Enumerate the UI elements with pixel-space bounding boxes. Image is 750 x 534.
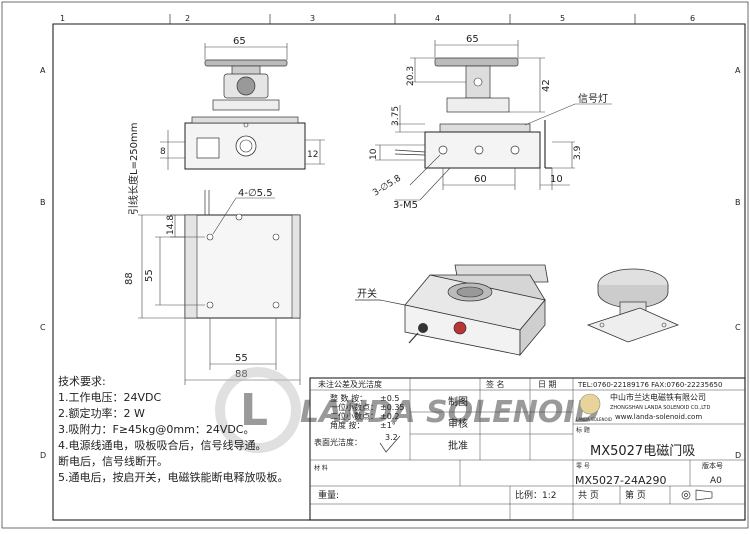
signal-lamp-label: 信号灯	[578, 93, 608, 105]
magnet-front-view: 8 12	[160, 116, 325, 170]
approve-label: 批准	[448, 439, 468, 452]
dim-14-8: 14.8	[166, 215, 176, 235]
dim-60: 60	[474, 174, 487, 185]
col-label-2: 2	[185, 14, 190, 23]
dim-65-right: 65	[466, 34, 479, 45]
label-title: 标 题	[576, 426, 590, 434]
dim-88-vertical: 88	[124, 272, 135, 285]
col-label-3: 3	[310, 14, 315, 23]
magnet-isometric-view: 开关	[355, 264, 549, 357]
row-labels: A B C D A B C D	[40, 66, 741, 460]
column-ticks: 1 2 3 4 5 6	[60, 14, 695, 24]
dim-12: 12	[307, 150, 318, 160]
armature-right-view: 65 20.3 42	[406, 34, 552, 113]
magnet-right-front-view: 信号灯 3.75 10 3.9 60 10 3-∅5.8 3-M5	[369, 93, 612, 211]
surface-label: 表面光洁度：	[314, 437, 362, 447]
dim-3-75: 3.75	[391, 106, 401, 126]
tolerance-header: 未注公差及光洁度	[318, 379, 382, 389]
tol-label-3: 角度 按：	[330, 420, 365, 430]
revision: A0	[710, 476, 722, 486]
spec-line-6: 5.通电后，按启开关，电磁铁能断电释放吸板。	[58, 470, 289, 484]
row-label-d: D	[40, 451, 46, 460]
dim-42: 42	[541, 79, 552, 92]
logo-text: LANDA SOLENOID	[576, 417, 612, 422]
title-block: 未注公差及光洁度 整 数 按： ±0.5 一位小数点： ±0.35 二位小数点：…	[309, 377, 746, 521]
label-part-no: 零 号	[576, 463, 590, 470]
row-label-d-right: D	[735, 451, 741, 460]
header-date: 日 期	[538, 380, 557, 389]
technical-requirements: 技术要求: 1.工作电压：24VDC 2.额定功率：2 W 3.吸附力：F≥45…	[58, 375, 289, 484]
spec-line-2: 2.额定功率：2 W	[58, 406, 145, 420]
dim-3-9: 3.9	[573, 145, 583, 160]
col-label-6: 6	[690, 14, 695, 23]
total-pages: 共 页	[578, 490, 599, 501]
row-label-c-right: C	[735, 323, 741, 332]
svg-text:L: L	[240, 385, 268, 436]
company-logo-icon	[579, 393, 601, 415]
tol-label-0: 整 数 按：	[330, 393, 367, 403]
dim-20-3: 20.3	[406, 66, 416, 86]
page-number: 第 页	[625, 489, 646, 501]
spec-line-1: 1.工作电压：24VDC	[58, 391, 161, 404]
col-label-4: 4	[435, 14, 440, 23]
company-cn: 中山市兰达电磁铁有限公司	[610, 392, 706, 402]
magnet-top-view: 4-∅5.5 14.8 88 55 55 88	[124, 188, 301, 385]
website: www.landa-solenoid.com	[615, 413, 702, 421]
tol-value-2: ±0.2	[380, 412, 399, 421]
label-revision: 版本号	[702, 461, 723, 470]
projection-symbol-icon	[681, 489, 713, 501]
check-label: 审核	[448, 417, 468, 430]
tol-label-1: 一位小数点：	[330, 402, 378, 412]
armature-isometric-view	[586, 268, 680, 343]
weight-label: 重量:	[318, 489, 339, 501]
row-label-b-right: B	[735, 198, 741, 207]
row-label-a: A	[40, 66, 46, 75]
col-label-1: 1	[60, 14, 65, 23]
cable-length-label: 引线长度L=250mm	[127, 122, 140, 215]
surface-value: 3.2	[385, 433, 398, 442]
watermark-text: LANDA SOLENOID	[300, 395, 599, 430]
header-sign: 签 名	[486, 379, 505, 389]
thread-3-m5: 3-M5	[393, 200, 418, 211]
make-label: 制图	[448, 395, 468, 408]
tol-label-2: 二位小数点：	[330, 411, 378, 421]
tol-value-1: ±0.35	[380, 403, 405, 412]
col-label-5: 5	[560, 14, 565, 23]
specs-title: 技术要求:	[58, 375, 106, 388]
row-label-c: C	[40, 323, 46, 332]
dim-8: 8	[160, 147, 166, 157]
tel-fax: TEL:0760-22189176 FAX:0760-22235650	[577, 381, 722, 389]
watermark: L LANDA SOLENOID	[215, 367, 599, 453]
tol-value-0: ±0.5	[380, 394, 399, 403]
dim-10-horizontal: 10	[550, 174, 563, 185]
armature-side-view: 65	[204, 36, 288, 111]
product-title: MX5027电磁门吸	[590, 444, 695, 459]
label-material: 材 料	[314, 464, 328, 472]
spec-line-5: 断电后，信号线断开。	[58, 454, 168, 468]
scale-label: 比例：1:2	[515, 489, 557, 501]
holes-label: 4-∅5.5	[238, 188, 273, 199]
row-label-a-right: A	[735, 66, 741, 75]
spec-line-3: 3.吸附力：F≥45kg@0mm：24VDC。	[58, 422, 255, 436]
dim-55-vertical: 55	[144, 269, 155, 282]
dim-65-left: 65	[233, 36, 246, 47]
tol-value-3: ±1°	[380, 421, 396, 430]
part-number: MX5027-24A290	[575, 474, 667, 487]
hole-3-5-8: 3-∅5.8	[371, 173, 403, 198]
dim-55-horizontal: 55	[235, 353, 248, 364]
dim-88-horizontal: 88	[235, 369, 248, 380]
row-label-b: B	[40, 198, 46, 207]
dim-10-vertical: 10	[369, 148, 379, 160]
spec-line-4: 4.电源线通电，吸板吸合后，信号线导通。	[58, 438, 267, 452]
switch-label: 开关	[357, 287, 377, 300]
company-en: ZHONGSHAN LANDA SOLENOID CO.,LTD	[610, 405, 710, 411]
